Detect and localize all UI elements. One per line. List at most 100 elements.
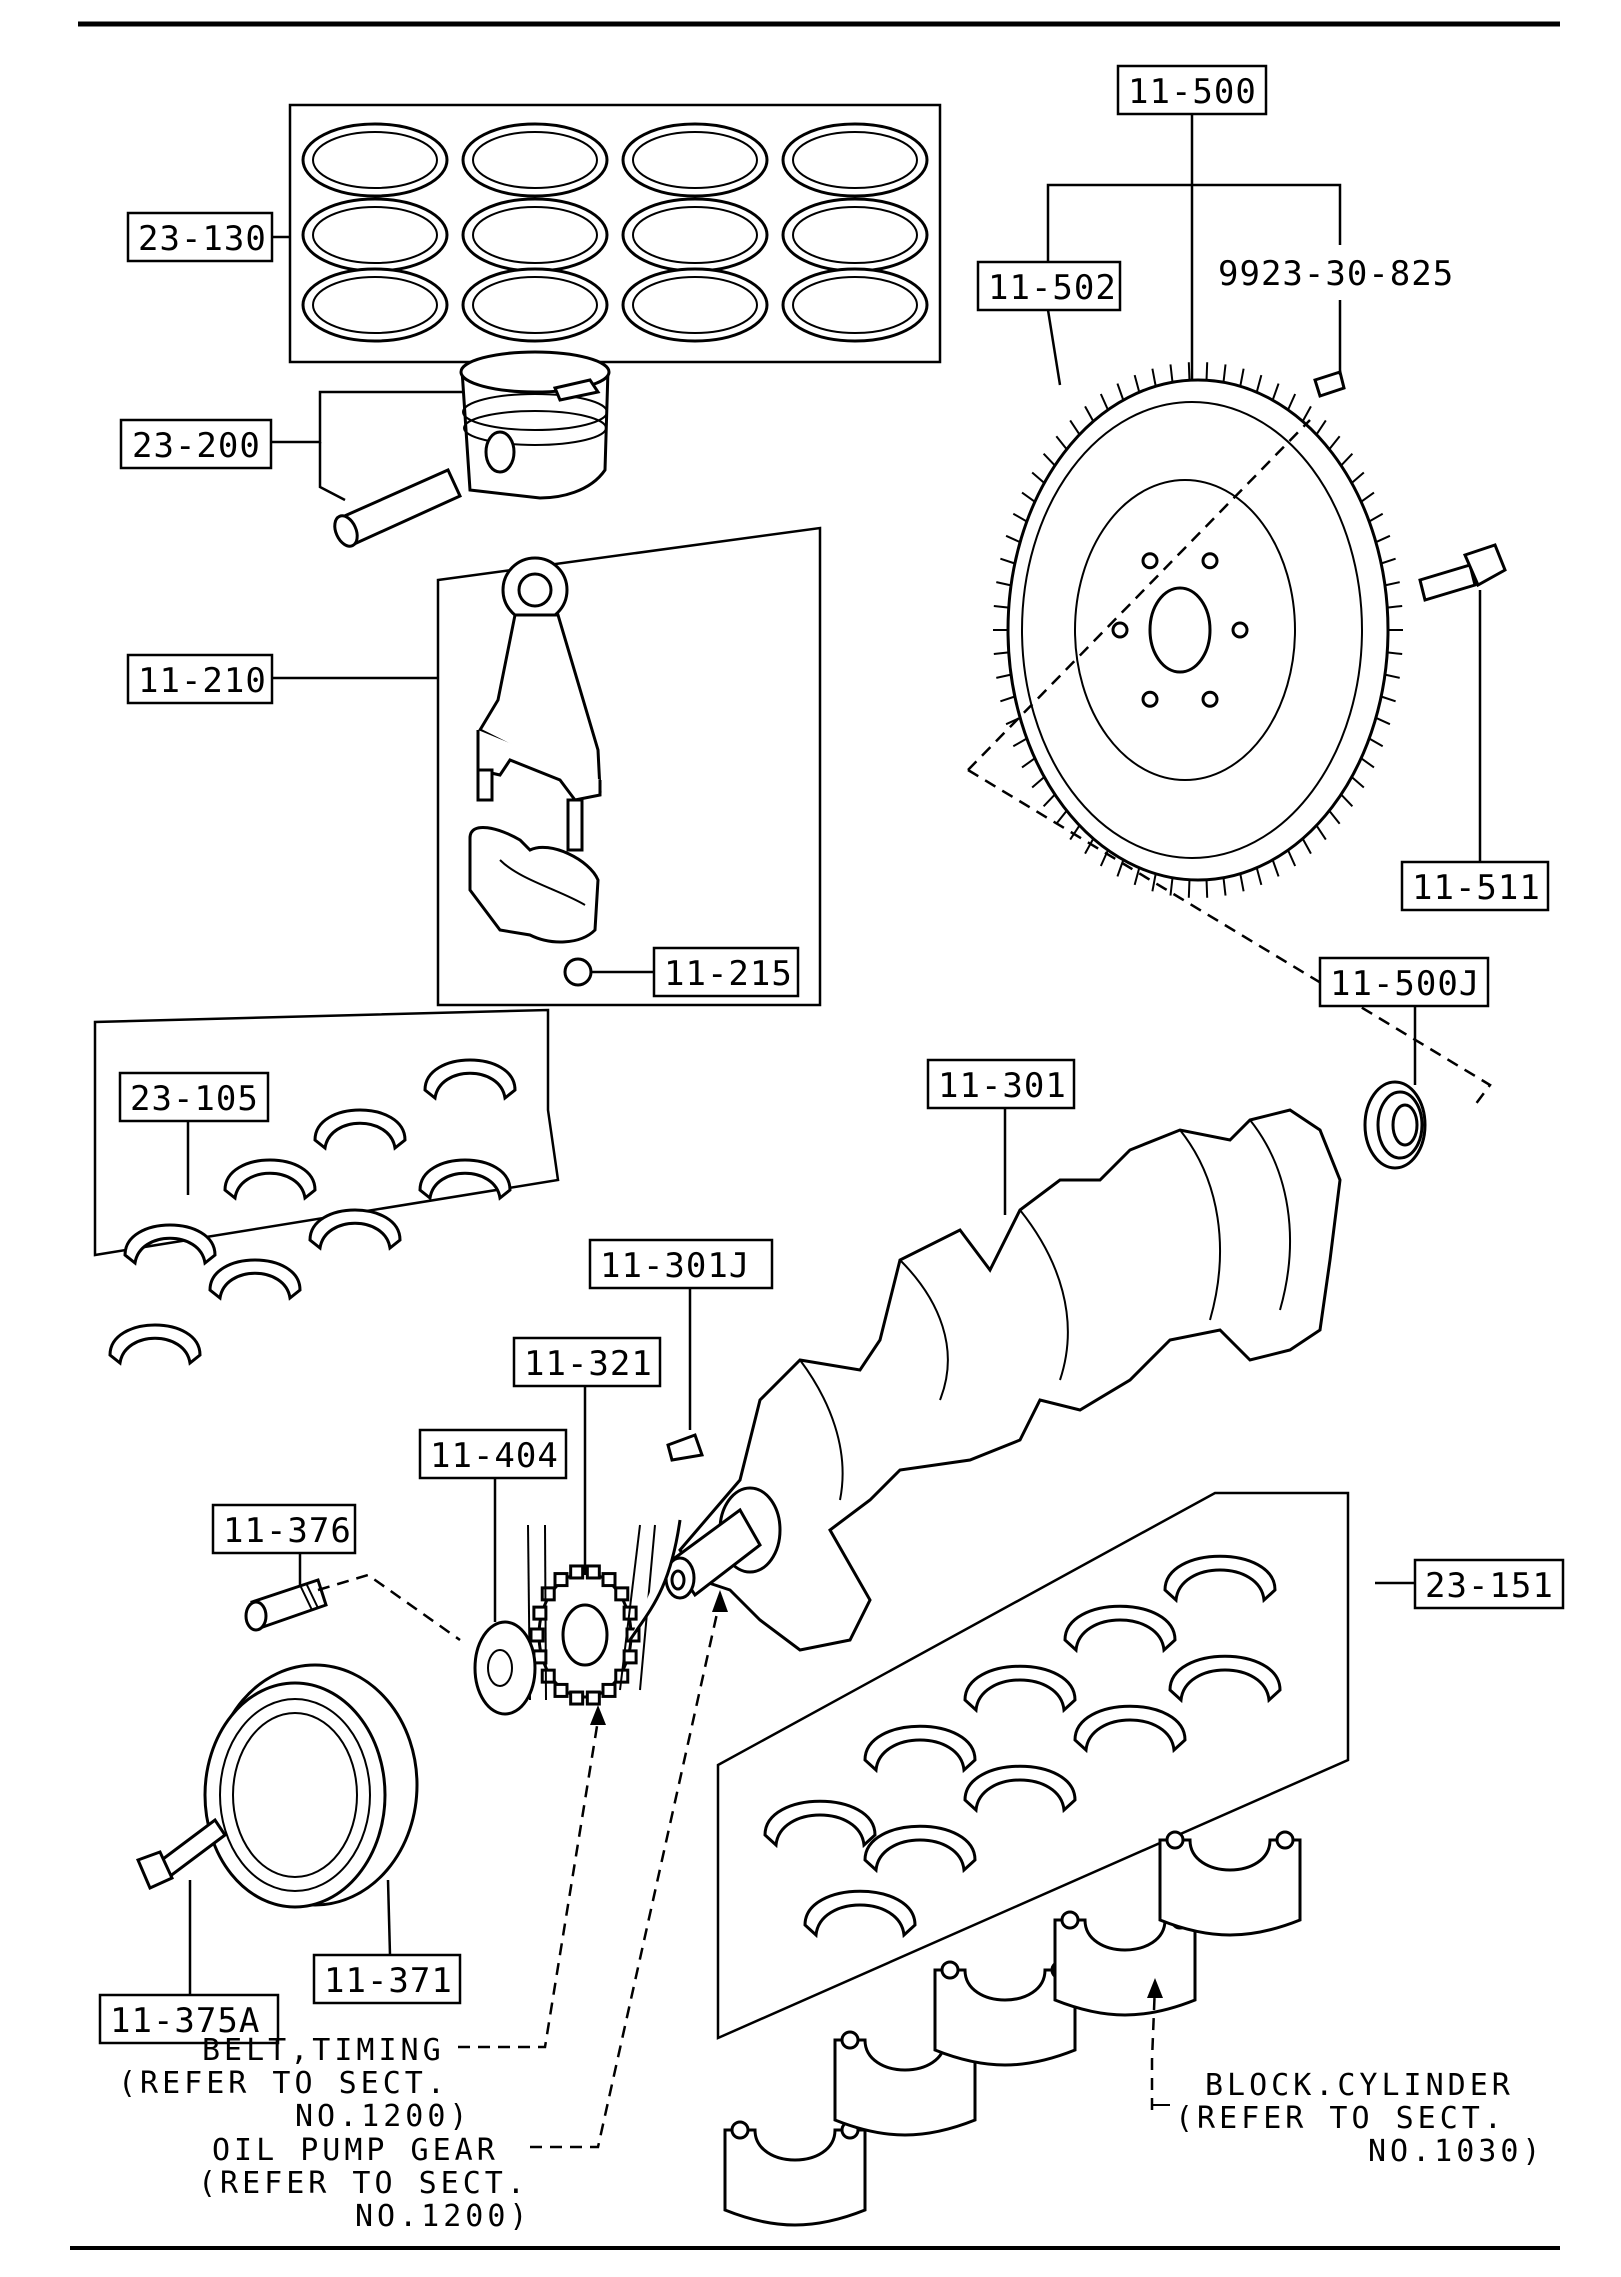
piston-ring: [621, 122, 769, 198]
piston-ring: [461, 267, 609, 343]
main-bearing-shell: [863, 1724, 977, 1774]
connecting-rod-group: [436, 526, 822, 1007]
main-bearings-group: [716, 1491, 1350, 2040]
label-11-301J: 11-301J: [588, 1238, 774, 1290]
label-11-301: 11-301: [926, 1058, 1076, 1110]
piston-ring: [781, 197, 929, 273]
svg-text:11-301J: 11-301J: [600, 1246, 750, 1286]
svg-text:11-500: 11-500: [1128, 72, 1257, 112]
piston-ring: [461, 197, 609, 273]
main-bearing-cap: [723, 2128, 867, 2227]
main-bearing-shell: [803, 1889, 917, 1939]
svg-text:9923-30-825: 9923-30-825: [1218, 254, 1454, 294]
svg-text:NO.1030): NO.1030): [1368, 2134, 1545, 2169]
label-11-376: 11-376: [211, 1503, 357, 1555]
svg-text:NO.1200): NO.1200): [355, 2199, 532, 2234]
svg-text:11-321: 11-321: [524, 1344, 653, 1384]
main-bearing-shell: [1063, 1604, 1177, 1654]
main-bearing-cap: [1158, 1838, 1302, 1937]
rod-bearing-shell: [418, 1158, 512, 1201]
piston-ring: [301, 122, 449, 198]
svg-text:BLOCK.CYLINDER: BLOCK.CYLINDER: [1205, 2068, 1514, 2103]
arrow-block: [1147, 1978, 1163, 1998]
label-11-502: 11-502: [976, 260, 1122, 312]
svg-text:(REFER TO SECT.: (REFER TO SECT.: [118, 2066, 449, 2101]
svg-text:11-376: 11-376: [223, 1511, 352, 1551]
svg-text:(REFER TO SECT.: (REFER TO SECT.: [1175, 2101, 1506, 2136]
rod-bearing-shell: [108, 1323, 202, 1366]
svg-text:23-151: 23-151: [1425, 1566, 1554, 1606]
main-bearing-shell: [1168, 1654, 1282, 1704]
rod-bearings-group: [93, 1008, 560, 1366]
arrow-oil-pump: [712, 1590, 728, 1612]
svg-text:OIL PUMP GEAR: OIL PUMP GEAR: [212, 2133, 499, 2168]
piston-ring: [621, 197, 769, 273]
svg-text:11-500J: 11-500J: [1330, 964, 1480, 1004]
bolt-illustration: [244, 1578, 328, 1632]
label-11-500J: 11-500J: [1318, 956, 1490, 1008]
rod-bearing-shell: [308, 1208, 402, 1251]
pulley-bolt-illustration: [135, 1817, 228, 1890]
svg-text:23-130: 23-130: [138, 219, 267, 259]
note-oil-pump-gear: OIL PUMP GEAR (REFER TO SECT. NO.1200): [198, 2133, 532, 2234]
piston-ring: [621, 267, 769, 343]
note-belt-timing: BELT,TIMING (REFER TO SECT. NO.1200): [118, 2033, 472, 2134]
label-23-105: 23-105: [118, 1071, 270, 1123]
main-bearing-shell: [1163, 1554, 1277, 1604]
label-23-200: 23-200: [119, 418, 273, 470]
svg-text:(REFER TO SECT.: (REFER TO SECT.: [198, 2166, 529, 2201]
svg-text:11-404: 11-404: [430, 1436, 559, 1476]
crankshaft-illustration: [664, 1108, 1342, 1652]
label-11-404: 11-404: [418, 1428, 568, 1480]
main-bearing-shell: [1073, 1704, 1187, 1754]
plate-illustration: [473, 1620, 537, 1716]
note-block-cylinder: BLOCK.CYLINDER (REFER TO SECT. NO.1030): [1175, 2068, 1545, 2169]
main-bearing-shell: [963, 1664, 1077, 1714]
pilot-bearing-illustration: [1363, 1080, 1427, 1170]
piston-ring: [781, 267, 929, 343]
svg-text:23-200: 23-200: [132, 426, 261, 466]
svg-text:11-301: 11-301: [938, 1066, 1067, 1106]
label-11-375A: 11-375A: [98, 1993, 280, 2045]
label-23-151: 23-151: [1413, 1558, 1565, 1610]
piston-illustration: [333, 350, 611, 548]
label-9923-30-825: 9923-30-825: [1218, 254, 1454, 294]
label-11-371: 11-371: [312, 1953, 462, 2005]
timing-gear-illustration: [527, 1519, 682, 1706]
rod-bearing-shell: [208, 1258, 302, 1301]
svg-text:23-105: 23-105: [130, 1079, 259, 1119]
svg-text:11-371: 11-371: [324, 1961, 453, 2001]
piston-ring: [781, 122, 929, 198]
main-bearing-cap: [1053, 1918, 1197, 2017]
leader-lines: [186, 113, 1492, 2149]
rod-bearing-shell: [423, 1058, 517, 1101]
main-bearing-shell: [863, 1824, 977, 1874]
rod-bearing-shell: [123, 1223, 217, 1266]
svg-text:BELT,TIMING: BELT,TIMING: [202, 2033, 445, 2068]
piston-ring: [461, 122, 609, 198]
label-11-215: 11-215: [652, 946, 800, 998]
svg-text:11-511: 11-511: [1412, 868, 1541, 908]
svg-text:11-210: 11-210: [138, 661, 267, 701]
rod-bearing-shell: [223, 1158, 317, 1201]
main-caps-group: [723, 1830, 1302, 2227]
svg-text:11-502: 11-502: [988, 268, 1117, 308]
piston-ring: [301, 267, 449, 343]
svg-text:NO.1200): NO.1200): [295, 2099, 472, 2134]
label-11-500: 11-500: [1116, 64, 1268, 116]
piston-ring: [301, 197, 449, 273]
piston-rings-group: [288, 103, 942, 364]
flywheel-illustration: [993, 362, 1507, 898]
svg-text:11-375A: 11-375A: [110, 2001, 260, 2041]
pulley-illustration: [203, 1663, 419, 1909]
label-11-210: 11-210: [126, 653, 274, 705]
arrow-timing-belt: [590, 1705, 606, 1725]
label-11-511: 11-511: [1400, 860, 1550, 912]
label-11-321: 11-321: [512, 1336, 662, 1388]
rod-bearing-shell: [313, 1108, 407, 1151]
main-bearing-shell: [963, 1764, 1077, 1814]
label-23-130: 23-130: [126, 211, 274, 263]
svg-text:11-215: 11-215: [664, 954, 793, 994]
main-bearing-shell: [763, 1799, 877, 1849]
